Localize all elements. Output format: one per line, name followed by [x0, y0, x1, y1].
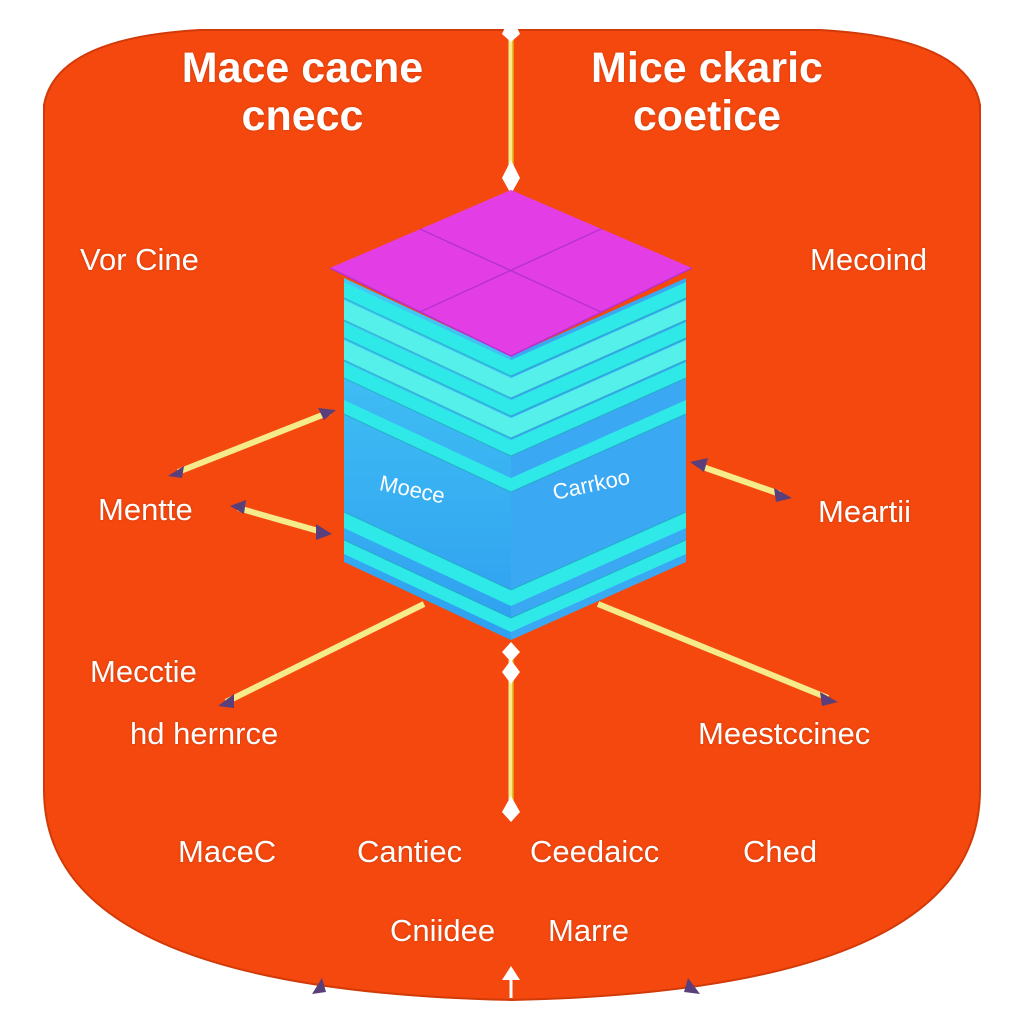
connector-right-middle	[690, 458, 792, 502]
bottom-label-2: Cantiec	[357, 834, 463, 869]
label-mentte: Mentte	[98, 492, 193, 527]
connector-bottom	[502, 642, 520, 822]
title-left: Mace cacne cnecc	[140, 44, 465, 140]
bottom-label-1: MaceC	[178, 834, 277, 869]
bottom-arrows	[312, 966, 700, 998]
label-meestccinec: Meestccinec	[698, 716, 871, 751]
label-meartii: Meartii	[818, 494, 912, 529]
label-mecoind: Mecoind	[810, 242, 928, 277]
cube-top-face	[330, 190, 692, 356]
cube	[329, 190, 693, 640]
connector-left-middle	[230, 500, 332, 540]
bottom-label-3: Ceedaicc	[530, 834, 660, 869]
title-right: Mice ckaric coetice	[552, 44, 862, 140]
title-left-line1: Mace cacne	[181, 44, 424, 92]
bottom-label-6: Marre	[548, 913, 629, 948]
connector-left-lower	[218, 601, 426, 708]
connector-right-lower	[596, 601, 838, 706]
label-mecctie: Mecctie	[90, 654, 197, 689]
connector-top	[502, 14, 520, 194]
title-right-line2: coetice	[632, 92, 782, 140]
label-hd-hernrce: hd hernrce	[130, 716, 279, 751]
bottom-label-5: Cniidee	[390, 913, 496, 948]
title-right-line1: Mice ckaric	[591, 44, 823, 92]
bottom-label-4: Ched	[743, 834, 818, 869]
title-left-line2: cnecc	[241, 92, 364, 140]
label-vor-cine: Vor Cine	[80, 242, 199, 277]
connector-left-upper	[168, 408, 336, 478]
